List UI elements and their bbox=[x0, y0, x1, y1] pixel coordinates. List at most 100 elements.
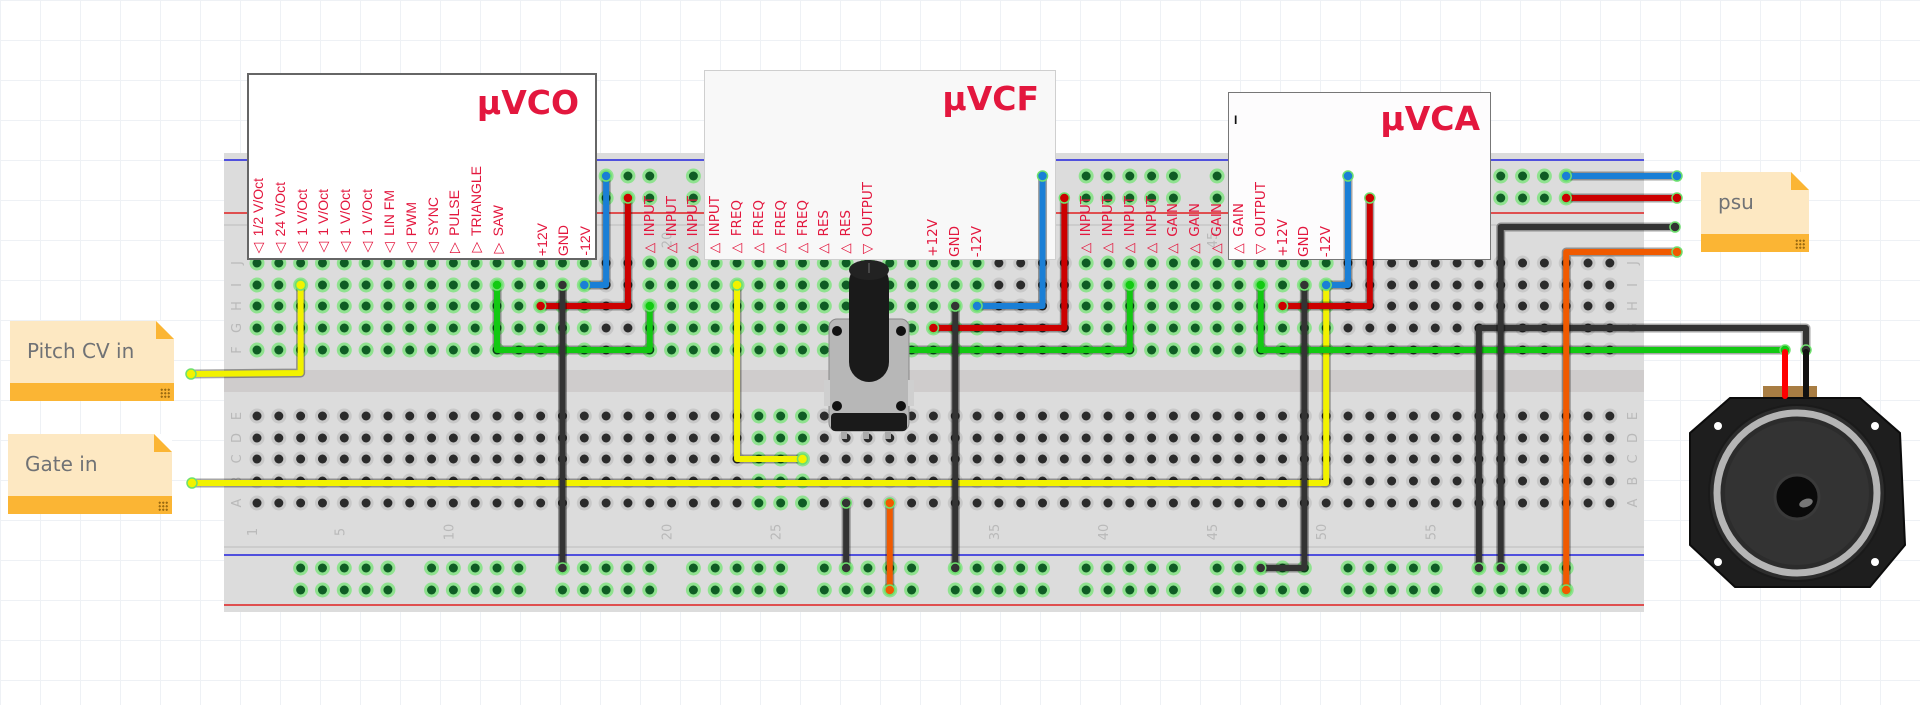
breadboard-hole[interactable] bbox=[1187, 408, 1203, 424]
breadboard-hole[interactable] bbox=[402, 277, 418, 293]
breadboard-hole[interactable] bbox=[1122, 255, 1138, 271]
breadboard-hole[interactable] bbox=[925, 451, 941, 467]
breadboard-hole[interactable] bbox=[249, 342, 265, 358]
breadboard-hole[interactable] bbox=[1187, 320, 1203, 336]
breadboard-hole[interactable] bbox=[424, 430, 440, 446]
breadboard-hole[interactable] bbox=[1165, 495, 1181, 511]
breadboard-hole[interactable] bbox=[1078, 320, 1094, 336]
breadboard-hole[interactable] bbox=[424, 408, 440, 424]
wire-vca-minus12[interactable] bbox=[1320, 170, 1354, 291]
breadboard-hole[interactable] bbox=[904, 298, 920, 314]
breadboard-hole[interactable] bbox=[1209, 298, 1225, 314]
breadboard-hole[interactable] bbox=[402, 342, 418, 358]
breadboard-hole[interactable] bbox=[1275, 430, 1291, 446]
breadboard-hole[interactable] bbox=[293, 495, 309, 511]
breadboard-hole[interactable] bbox=[620, 408, 636, 424]
breadboard-hole[interactable] bbox=[707, 342, 723, 358]
breadboard-hole[interactable] bbox=[336, 320, 352, 336]
wire-psu-gnd[interactable] bbox=[1494, 221, 1681, 574]
breadboard-hole[interactable] bbox=[1144, 495, 1160, 511]
breadboard-hole[interactable] bbox=[751, 277, 767, 293]
breadboard-hole[interactable] bbox=[598, 408, 614, 424]
breadboard-hole[interactable] bbox=[467, 277, 483, 293]
breadboard-hole[interactable] bbox=[1231, 320, 1247, 336]
breadboard-hole[interactable] bbox=[707, 451, 723, 467]
breadboard-hole[interactable] bbox=[467, 298, 483, 314]
breadboard-hole[interactable] bbox=[1144, 255, 1160, 271]
breadboard-hole[interactable] bbox=[1275, 277, 1291, 293]
breadboard-hole[interactable] bbox=[1209, 495, 1225, 511]
speaker[interactable] bbox=[1689, 386, 1907, 588]
wire-psu-plus12[interactable] bbox=[1560, 192, 1683, 204]
breadboard-hole[interactable] bbox=[1035, 430, 1051, 446]
breadboard-hole[interactable] bbox=[445, 451, 461, 467]
breadboard-hole[interactable] bbox=[1144, 298, 1160, 314]
breadboard-hole[interactable] bbox=[445, 430, 461, 446]
breadboard-hole[interactable] bbox=[991, 277, 1007, 293]
breadboard-hole[interactable] bbox=[991, 408, 1007, 424]
breadboard-hole[interactable] bbox=[1187, 277, 1203, 293]
breadboard-hole[interactable] bbox=[795, 408, 810, 424]
breadboard-hole[interactable] bbox=[707, 430, 723, 446]
breadboard-hole[interactable] bbox=[249, 408, 265, 424]
breadboard-hole[interactable] bbox=[1165, 408, 1181, 424]
breadboard-hole[interactable] bbox=[445, 277, 461, 293]
breadboard-hole[interactable] bbox=[947, 277, 963, 293]
breadboard-hole[interactable] bbox=[1231, 298, 1247, 314]
breadboard-hole[interactable] bbox=[402, 298, 418, 314]
breadboard-hole[interactable] bbox=[664, 408, 680, 424]
breadboard-hole[interactable] bbox=[773, 430, 789, 446]
breadboard-hole[interactable] bbox=[773, 320, 789, 336]
breadboard-hole[interactable] bbox=[1078, 255, 1094, 271]
breadboard-hole[interactable] bbox=[445, 342, 461, 358]
breadboard-hole[interactable] bbox=[816, 451, 832, 467]
breadboard-hole[interactable] bbox=[1253, 495, 1269, 511]
breadboard-hole[interactable] bbox=[1209, 255, 1225, 271]
breadboard-hole[interactable] bbox=[1253, 430, 1269, 446]
breadboard-hole[interactable] bbox=[991, 430, 1007, 446]
breadboard-hole[interactable] bbox=[1078, 277, 1094, 293]
breadboard-hole[interactable] bbox=[1165, 430, 1181, 446]
breadboard-hole[interactable] bbox=[249, 430, 265, 446]
breadboard-hole[interactable] bbox=[1056, 408, 1072, 424]
breadboard-hole[interactable] bbox=[271, 408, 287, 424]
breadboard-hole[interactable] bbox=[904, 277, 920, 293]
breadboard-hole[interactable] bbox=[1035, 495, 1051, 511]
breadboard-hole[interactable] bbox=[642, 495, 658, 511]
breadboard-hole[interactable] bbox=[271, 298, 287, 314]
breadboard-hole[interactable] bbox=[249, 298, 265, 314]
breadboard-hole[interactable] bbox=[1056, 495, 1072, 511]
breadboard-hole[interactable] bbox=[729, 495, 745, 511]
breadboard-hole[interactable] bbox=[424, 342, 440, 358]
breadboard-hole[interactable] bbox=[751, 408, 767, 424]
breadboard-hole[interactable] bbox=[860, 451, 876, 467]
breadboard-hole[interactable] bbox=[380, 495, 396, 511]
breadboard-hole[interactable] bbox=[1122, 451, 1138, 467]
breadboard-hole[interactable] bbox=[1231, 277, 1247, 293]
breadboard-hole[interactable] bbox=[1013, 495, 1029, 511]
breadboard-hole[interactable] bbox=[249, 277, 265, 293]
breadboard-hole[interactable] bbox=[467, 495, 483, 511]
breadboard-hole[interactable] bbox=[620, 451, 636, 467]
breadboard-hole[interactable] bbox=[576, 320, 592, 336]
breadboard-hole[interactable] bbox=[795, 298, 810, 314]
breadboard-hole[interactable] bbox=[685, 451, 701, 467]
breadboard-hole[interactable] bbox=[1165, 298, 1181, 314]
breadboard-hole[interactable] bbox=[358, 342, 374, 358]
breadboard-hole[interactable] bbox=[1035, 408, 1051, 424]
breadboard-hole[interactable] bbox=[249, 495, 265, 511]
breadboard-hole[interactable] bbox=[1209, 430, 1225, 446]
wire-vcf-plus12[interactable] bbox=[927, 192, 1071, 334]
breadboard-hole[interactable] bbox=[424, 277, 440, 293]
breadboard-hole[interactable] bbox=[707, 495, 723, 511]
breadboard-hole[interactable] bbox=[642, 430, 658, 446]
breadboard-hole[interactable] bbox=[467, 430, 483, 446]
breadboard-hole[interactable] bbox=[707, 320, 723, 336]
breadboard-hole[interactable] bbox=[1231, 430, 1247, 446]
wire-pot-supply[interactable] bbox=[884, 497, 896, 596]
potentiometer[interactable] bbox=[824, 260, 914, 439]
breadboard-hole[interactable] bbox=[1275, 320, 1291, 336]
breadboard-hole[interactable] bbox=[380, 430, 396, 446]
breadboard-hole[interactable] bbox=[380, 277, 396, 293]
wire-pot-gnd[interactable] bbox=[840, 497, 852, 574]
